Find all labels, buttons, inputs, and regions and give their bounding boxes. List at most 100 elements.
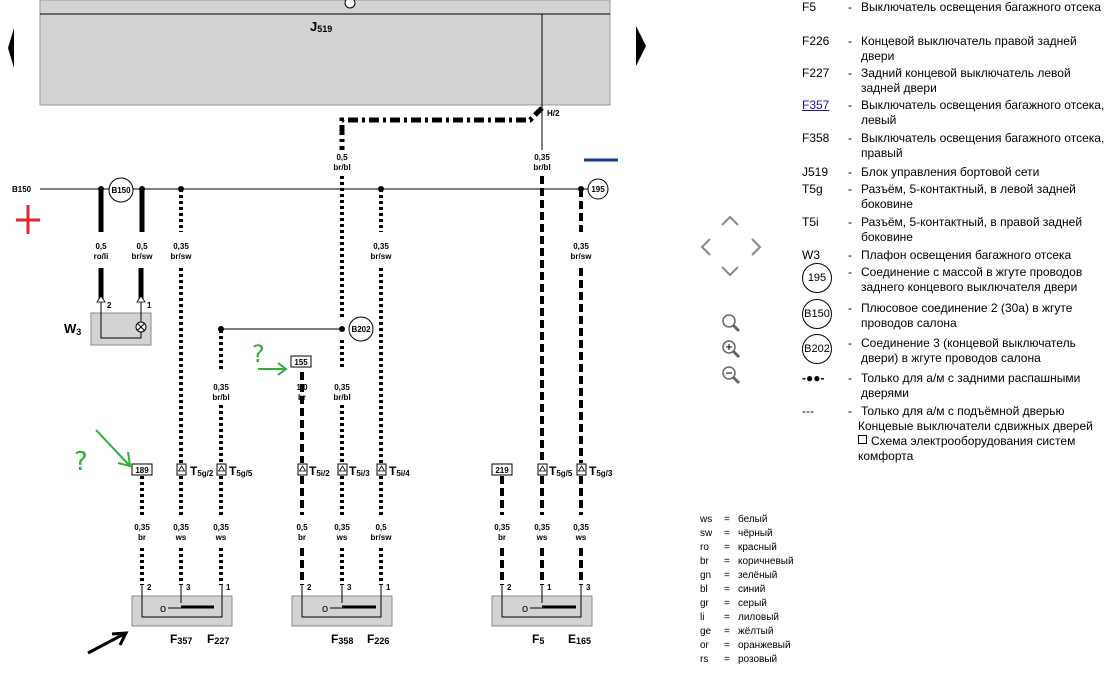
zoom-out-icon[interactable] xyxy=(722,366,741,384)
wire-w7-color: br/sw xyxy=(571,252,593,261)
scroll-left-icon[interactable] xyxy=(8,28,14,68)
connector-t5g2: T5g/2 xyxy=(176,463,214,478)
wire-w1-size: 0,5 xyxy=(95,242,107,251)
link-box-icon xyxy=(858,435,867,444)
ground-195 xyxy=(587,178,609,200)
svg-text:2: 2 xyxy=(147,583,152,592)
zoom-in-icon[interactable] xyxy=(722,340,741,359)
wire-w3-color: br/sw xyxy=(171,252,193,261)
related-link-comfort[interactable]: Схема электрооборудования систем комфорт… xyxy=(858,434,1113,464)
lamp-w3-label: W3 xyxy=(64,321,81,337)
wire-w2-color: br/sw xyxy=(132,252,154,261)
joint-b150 xyxy=(108,177,134,203)
svg-text:219: 219 xyxy=(495,466,509,475)
svg-text:o: o xyxy=(322,603,328,615)
pan-left-icon[interactable] xyxy=(700,238,711,256)
svg-text:B150: B150 xyxy=(111,186,131,195)
wire-w8-size: 0,35 xyxy=(213,383,229,392)
pan-up-icon[interactable] xyxy=(721,215,739,226)
svg-text:T5i/4: T5i/4 xyxy=(389,464,410,478)
pan-controls xyxy=(700,215,762,277)
wire-w14-color: br xyxy=(298,533,306,542)
svg-text:T5g/3: T5g/3 xyxy=(589,464,613,478)
switch-unit-left: o xyxy=(131,585,233,627)
svg-text:T5i/3: T5i/3 xyxy=(349,464,370,478)
connector-t5i3: T5i/3 xyxy=(337,463,370,478)
svg-text:T5g/2: T5g/2 xyxy=(190,464,214,478)
svg-text:1: 1 xyxy=(547,583,552,592)
wire-w18-size: 0,35 xyxy=(534,523,550,532)
svg-text:3: 3 xyxy=(347,583,352,592)
svg-text:T5g/5: T5g/5 xyxy=(549,464,573,478)
box-155 xyxy=(290,355,312,368)
wire-w11-size: 0,35 xyxy=(134,523,150,532)
svg-text:T5i/2: T5i/2 xyxy=(309,464,330,478)
wire-w15-color: ws xyxy=(336,533,348,542)
connector-t5g5: T5g/5 xyxy=(216,463,253,478)
zoom-icon[interactable] xyxy=(722,314,741,333)
wire-w16-color: br/sw xyxy=(371,533,393,542)
green-arrow-left xyxy=(95,429,132,468)
wiring-diagram: J519 H/2 B150 B150 195 xyxy=(8,0,646,655)
wire-w19-size: 0,35 xyxy=(573,523,589,532)
connector-t5g3: T5g/3 xyxy=(576,463,613,478)
switch-f226-label: F226 xyxy=(367,632,389,646)
switch-f5-label: F5 xyxy=(532,632,544,646)
svg-text:155: 155 xyxy=(294,358,308,367)
wire-w16-size: 0,5 xyxy=(375,523,387,532)
wire-w10-size: 0,35 xyxy=(334,383,350,392)
box-219 xyxy=(491,463,513,476)
wire-w3-size: 0,35 xyxy=(173,242,189,251)
joint-b202 xyxy=(348,316,374,342)
wire-w9-size: 1,0 xyxy=(296,383,308,392)
related-link-sliding-doors[interactable]: Концевые выключатели сдвижных дверей xyxy=(858,419,1093,433)
switch-f358-label: F358 xyxy=(331,632,353,646)
connector-t5i4: T5i/4 xyxy=(376,463,410,478)
wire-w19-color: ws xyxy=(575,533,587,542)
pan-down-icon[interactable] xyxy=(721,266,739,277)
switch-unit-right: o xyxy=(491,585,593,627)
green-arrow-right xyxy=(258,362,288,376)
wire-w17-size: 0,35 xyxy=(494,523,510,532)
pan-right-icon[interactable] xyxy=(751,238,762,256)
related-link-comfort-label: Схема электрооборудования систем комфорт… xyxy=(858,434,1076,463)
svg-text:1: 1 xyxy=(147,301,152,310)
wire-w13-size: 0,35 xyxy=(213,523,229,532)
wire-w11-color: br xyxy=(138,533,146,542)
svg-text:o: o xyxy=(522,603,528,615)
wire-w15-size: 0,35 xyxy=(334,523,350,532)
wire-w6-size: 0,35 xyxy=(534,153,550,162)
svg-text:1: 1 xyxy=(226,583,231,592)
wire-w6-color: br/bl xyxy=(533,163,550,172)
legend-link-f357[interactable]: F357 xyxy=(802,98,830,112)
zoom-controls xyxy=(722,314,741,384)
wire-w2-size: 0,5 xyxy=(136,242,148,251)
wire-w5-size: 0,35 xyxy=(373,242,389,251)
wire-w14-size: 0,5 xyxy=(296,523,308,532)
black-arrow-annotation xyxy=(87,631,129,655)
svg-text:2: 2 xyxy=(307,583,312,592)
wire-w18-color: ws xyxy=(536,533,548,542)
question-mark-annotation: ? xyxy=(74,447,88,477)
wire-w4-size: 0,5 xyxy=(336,153,348,162)
switch-f227-label: F227 xyxy=(207,632,229,646)
connector-t5g5-right: T5g/5 xyxy=(537,463,573,478)
wire-w13-color: ws xyxy=(215,533,227,542)
connector-t5i2: T5i/2 xyxy=(297,463,330,478)
svg-text:3: 3 xyxy=(586,583,591,592)
switch-e165-label: E165 xyxy=(568,632,591,646)
svg-text:T5g/5: T5g/5 xyxy=(229,464,253,478)
wire-w17-color: br xyxy=(498,533,506,542)
scroll-right-icon[interactable] xyxy=(636,26,646,66)
wire-w5-color: br/sw xyxy=(371,252,393,261)
svg-text:195: 195 xyxy=(591,185,605,194)
svg-text:2: 2 xyxy=(507,583,512,592)
wire-w10-color: br/bl xyxy=(333,393,350,402)
bus-b150-label: B150 xyxy=(12,185,32,194)
switch-f357-label: F357 xyxy=(170,632,192,646)
svg-text:o: o xyxy=(160,603,166,615)
pin-h2-label: H/2 xyxy=(547,109,560,118)
wire-w9-color: br xyxy=(298,393,306,402)
wire-w8-color: br/bl xyxy=(212,393,229,402)
switch-unit-middle: o xyxy=(291,585,393,627)
